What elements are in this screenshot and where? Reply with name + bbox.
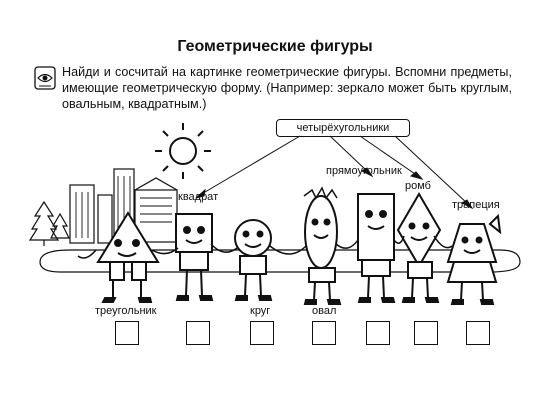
oval-figure bbox=[303, 186, 342, 305]
page-title: Геометрические фигуры bbox=[177, 38, 373, 55]
label-circle: круг bbox=[250, 305, 271, 317]
answer-box[interactable] bbox=[115, 321, 139, 345]
answer-box[interactable] bbox=[250, 321, 274, 345]
label-box-quadrilaterals: четырёхугольники bbox=[276, 119, 410, 137]
instruction-text: Найди и сосчитай на картинке геометричес… bbox=[62, 65, 512, 111]
square-figure bbox=[175, 213, 214, 301]
hands bbox=[77, 235, 453, 259]
label-rectangle: прямоугольник bbox=[326, 165, 402, 177]
label-trapezoid: трапеция bbox=[452, 199, 500, 211]
answer-box[interactable] bbox=[414, 321, 438, 345]
eye-icon bbox=[34, 66, 56, 90]
rhombus-figure bbox=[396, 192, 442, 303]
trapezoid-figure bbox=[446, 213, 502, 305]
answer-box[interactable] bbox=[312, 321, 336, 345]
sun-icon bbox=[155, 123, 211, 179]
rectangle-figure bbox=[357, 193, 396, 303]
circle-figure bbox=[234, 219, 273, 301]
triangle-figure bbox=[96, 211, 160, 303]
label-oval: овал bbox=[312, 305, 337, 317]
answer-box[interactable] bbox=[466, 321, 490, 345]
arrows bbox=[195, 135, 474, 210]
label-rhombus: ромб bbox=[405, 180, 431, 192]
answer-box[interactable] bbox=[186, 321, 210, 345]
trees bbox=[28, 200, 70, 246]
label-triangle: треугольник bbox=[95, 305, 157, 317]
answer-box[interactable] bbox=[366, 321, 390, 345]
label-square: квадрат bbox=[178, 191, 219, 203]
